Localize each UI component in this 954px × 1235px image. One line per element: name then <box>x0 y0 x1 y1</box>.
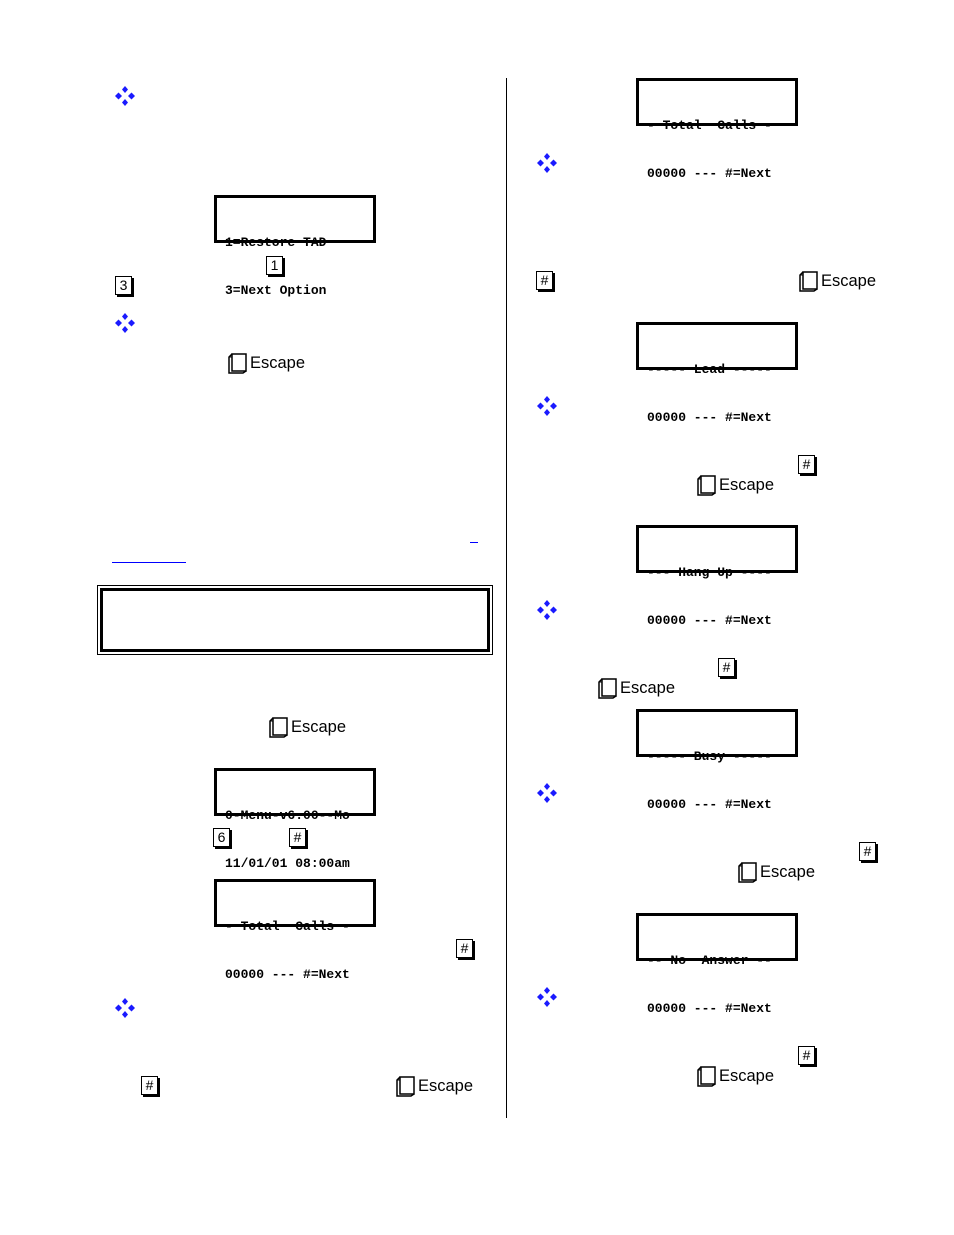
blue-diamond-bullet-icon <box>115 998 135 1018</box>
escape-label: Escape <box>291 717 347 736</box>
blue-diamond-bullet-icon <box>115 313 135 333</box>
escape-key: Escape <box>598 677 675 699</box>
book-escape-icon <box>697 1065 716 1087</box>
escape-key: Escape <box>697 1065 774 1087</box>
column-divider <box>506 78 507 1118</box>
lcd-line: - Total Calls - <box>647 118 772 133</box>
escape-label: Escape <box>620 678 676 697</box>
escape-label: Escape <box>250 353 306 372</box>
book-escape-icon <box>799 270 818 292</box>
book-escape-icon <box>269 716 288 738</box>
book-escape-icon <box>738 861 757 883</box>
key-hash-icon: # <box>456 939 473 958</box>
link-underline <box>112 562 186 563</box>
lcd-busy: ----- Busy ----- 00000 --- #=Next <box>636 709 798 812</box>
book-escape-icon <box>396 1075 415 1097</box>
key-label: # <box>460 940 469 956</box>
lcd-total-calls: - Total Calls - 00000 --- #=Next <box>214 879 376 982</box>
lcd-lead: ----- Lead ----- 00000 --- #=Next <box>636 322 798 425</box>
blue-diamond-bullet-icon <box>537 153 557 173</box>
escape-key: Escape <box>697 474 774 496</box>
book-escape-icon <box>228 352 247 374</box>
key-label: # <box>293 829 302 845</box>
key-label: 3 <box>119 277 128 293</box>
blue-diamond-bullet-icon <box>537 600 557 620</box>
lcd-line: 00000 --- #=Next <box>647 613 772 628</box>
blue-diamond-bullet-icon <box>537 987 557 1007</box>
escape-key: Escape <box>738 861 815 883</box>
escape-key: Escape <box>396 1075 473 1097</box>
blue-diamond-bullet-icon <box>537 396 557 416</box>
lcd-line: 00000 --- #=Next <box>647 410 772 425</box>
escape-label: Escape <box>760 862 816 881</box>
key-hash-icon: # <box>141 1076 158 1095</box>
link-underline <box>470 542 478 543</box>
key-label: # <box>540 272 549 288</box>
note-box-inner <box>100 588 490 652</box>
key-label: # <box>802 1047 811 1063</box>
lcd-line: 0-Menu-v6.00--Mo <box>225 808 350 823</box>
key-1-icon: 1 <box>266 256 283 275</box>
key-hash-icon: # <box>536 271 553 290</box>
key-label: # <box>863 843 872 859</box>
lcd-line: 00000 --- #=Next <box>647 166 772 181</box>
escape-key: Escape <box>269 716 346 738</box>
lcd-line: 00000 --- #=Next <box>647 797 772 812</box>
key-label: # <box>145 1077 154 1093</box>
note-box <box>97 585 493 655</box>
key-label: 6 <box>217 829 226 845</box>
lcd-line: 11/01/01 08:00am <box>225 856 350 871</box>
escape-label: Escape <box>821 271 877 290</box>
key-label: # <box>802 456 811 472</box>
lcd-line: 1=Restore TAD <box>225 235 327 250</box>
lcd-hang-up: --- Hang Up ---- 00000 --- #=Next <box>636 525 798 628</box>
lcd-restore-tad: 1=Restore TAD 3=Next Option <box>214 195 376 298</box>
key-hash-icon: # <box>798 1046 815 1065</box>
lcd-line: - Total Calls - <box>225 919 350 934</box>
escape-label: Escape <box>719 1066 775 1085</box>
blue-diamond-bullet-icon <box>115 86 135 106</box>
key-label: 1 <box>270 257 279 273</box>
lcd-main-menu: 0-Menu-v6.00--Mo 11/01/01 08:00am <box>214 768 376 871</box>
lcd-total-calls: - Total Calls - 00000 --- #=Next <box>636 78 798 181</box>
lcd-line: 00000 --- #=Next <box>225 967 350 982</box>
key-3-icon: 3 <box>115 276 132 295</box>
escape-key: Escape <box>799 270 876 292</box>
lcd-line: --- Hang Up ---- <box>647 565 772 580</box>
key-hash-icon: # <box>718 658 735 677</box>
key-6-icon: 6 <box>213 828 230 847</box>
key-hash-icon: # <box>859 842 876 861</box>
key-hash-icon: # <box>798 455 815 474</box>
escape-key: Escape <box>228 352 305 374</box>
book-escape-icon <box>697 474 716 496</box>
lcd-line: 00000 --- #=Next <box>647 1001 772 1016</box>
key-hash-icon: # <box>289 828 306 847</box>
lcd-no-answer: -- No Answer -- 00000 --- #=Next <box>636 913 798 1016</box>
book-escape-icon <box>598 677 617 699</box>
escape-label: Escape <box>418 1076 474 1095</box>
lcd-line: -- No Answer -- <box>647 953 772 968</box>
key-label: # <box>722 659 731 675</box>
lcd-line: 3=Next Option <box>225 283 327 298</box>
lcd-line: ----- Lead ----- <box>647 362 772 377</box>
escape-label: Escape <box>719 475 775 494</box>
blue-diamond-bullet-icon <box>537 783 557 803</box>
lcd-line: ----- Busy ----- <box>647 749 772 764</box>
